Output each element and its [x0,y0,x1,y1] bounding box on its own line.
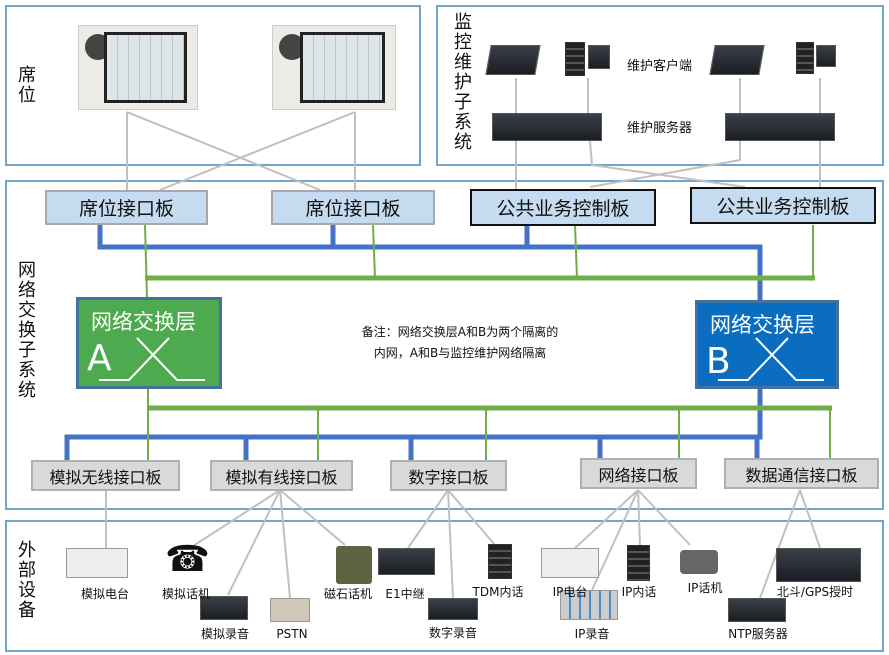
desktop-icon [565,42,585,76]
seat-interface-board-2: 席位接口板 [271,190,435,225]
switch-layer-b: 网络交换层 B [695,300,839,389]
server-icon [725,113,835,141]
beidou-gps-icon [776,548,861,582]
ip-phone-icon [680,550,718,574]
seat-console-2 [272,25,396,110]
seat-console-1 [78,25,198,110]
server-icon [492,113,602,141]
device-label: PSTN [276,627,308,641]
device-label: 数字录音 [428,626,478,640]
ip-radio-icon [541,548,599,578]
ip-recorder-icon [560,590,618,620]
switch-layer-a: 网络交换层 A [76,297,222,389]
ntp-server-icon [728,598,786,622]
monitor-section-label: 监控维护子系统 [451,12,472,152]
public-service-control-board-2: 公共业务控制板 [690,187,876,224]
device-label: 模拟录音 [200,627,250,641]
external-section-label: 外部设备 [15,540,36,620]
analog-wired-interface-board: 模拟有线接口板 [210,460,353,491]
device-label: IP电台 [552,585,588,599]
switch-a-letter: A [87,338,112,379]
device-label: 模拟电台 [80,587,130,601]
external-panel [5,520,884,652]
analog-wireless-interface-board: 模拟无线接口板 [31,460,180,491]
device-label: NTP服务器 [728,627,788,641]
switch-b-letter: B [706,341,731,382]
device-label: 北斗/GPS授时 [776,585,854,599]
data-comm-interface-board: 数据通信接口板 [724,458,879,489]
digital-interface-board: 数字接口板 [390,460,507,491]
network-section-label: 网络交换子系统 [15,260,36,400]
device-label: E1中继 [385,587,425,601]
ip-intercom-icon [627,545,650,581]
magneto-phone-icon [336,546,372,584]
note-line: 备注：网络交换层A和B为两个隔离的 [361,325,559,339]
desktop-icon [796,42,814,74]
switch-cross-icon [99,337,205,381]
seat-section-label: 席位 [15,65,36,105]
seat-interface-board-1: 席位接口板 [45,190,208,225]
device-label: TDM内话 [472,585,524,599]
switch-cross-icon [718,337,824,381]
device-label: 磁石话机 [323,587,373,601]
digital-recorder-icon [428,598,478,620]
e1-relay-icon [378,548,435,575]
switch-b-title: 网络交换层 [710,313,815,337]
device-label: IP话机 [687,581,723,595]
monitor-icon [588,45,610,69]
tdm-intercom-icon [488,544,512,579]
analog-recorder-icon [200,596,248,620]
device-label: 模拟话机 [161,587,211,601]
isolation-note: 备注：网络交换层A和B为两个隔离的 内网，A和B与监控维护网络隔离 [330,322,590,364]
public-service-control-board-1: 公共业务控制板 [470,189,656,226]
switch-a-title: 网络交换层 [91,310,196,334]
telephone-icon: ☎ [165,539,210,580]
pstn-icon [270,598,310,622]
maintenance-server-label: 维护服务器 [627,121,693,136]
monitor-icon [816,45,836,67]
device-label: IP录音 [574,627,610,641]
device-label: IP内话 [621,585,657,599]
maintenance-client-label: 维护客户端 [627,59,693,74]
analog-radio-icon [66,548,128,578]
network-interface-board: 网络接口板 [580,458,697,489]
note-line: 内网，A和B与监控维护网络隔离 [373,346,547,360]
